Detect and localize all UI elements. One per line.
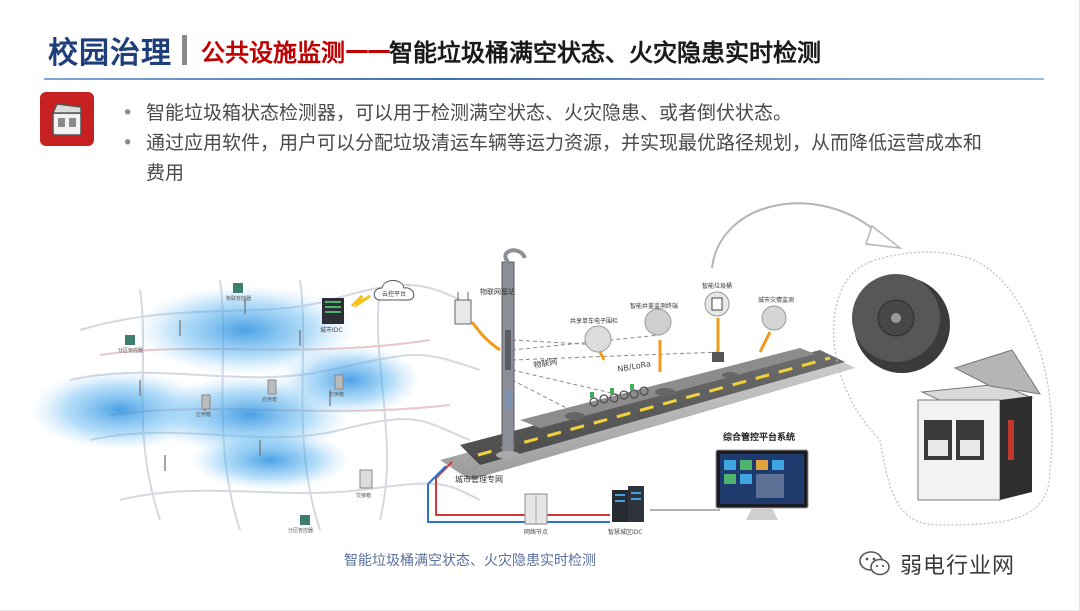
product-enclosure: [833, 251, 1053, 526]
smart-idc-rack: [612, 486, 644, 522]
bullet-text: 智能垃圾箱状态检测器，可以用于检测满空状态、火灾隐患、或者倒伏状态。: [146, 102, 793, 124]
detector-device: [852, 274, 950, 373]
callout-fire: [758, 305, 787, 353]
manhole-label: 智能井盖监测终端: [630, 302, 678, 310]
trash-bin-icon: [40, 92, 94, 146]
bullet-text: 通过应用软件，用户可以分配垃圾清运车辆等运力资源，并实现最优路径规划，从而降低运…: [146, 132, 983, 184]
city-net-label: 城市管理专网: [455, 474, 503, 484]
zoom-arrowhead: [864, 224, 903, 250]
zoom-arrow: [711, 202, 881, 269]
map-label-box-e: 应用箱: [262, 396, 277, 403]
platform-label: 综合管控平台系统: [723, 431, 795, 443]
smart-idc-label: 智慧城区IDC: [608, 528, 643, 536]
smart-pole: [496, 248, 527, 459]
map-label-box-a: 应用箱: [196, 411, 211, 418]
callout-smart-bin: [704, 291, 730, 362]
cloud-icon: [373, 280, 415, 301]
nb-lora-label: NB/LoRa: [617, 359, 652, 374]
city-network-lines: [427, 461, 720, 523]
watermark: 弱电行业网: [858, 548, 1015, 580]
iot-base-station: [454, 292, 472, 325]
bullet-dot-icon: •: [122, 102, 134, 124]
map-label-box-c: 分区管控器: [118, 347, 143, 354]
title-divider: [182, 35, 187, 65]
watermark-text: 弱电行业网: [900, 554, 1016, 579]
smart-bin-label: 智能垃圾桶: [702, 282, 732, 290]
iot-base-label: 物联网基站: [480, 287, 515, 296]
network-node-cabinet: [524, 493, 548, 525]
bullet-list: • 智能垃圾箱状态检测器，可以用于检测满空状态、火灾隐患、或者倒伏状态。 • 通过应…: [118, 98, 998, 188]
fire-label: 城市灾情监测: [758, 296, 794, 304]
callout-manhole: [644, 308, 672, 372]
map-label-box-d: 物联管控器: [226, 295, 251, 302]
page-title: 校园治理: [48, 36, 172, 71]
bike-fence-label: 共享单车电子围栏: [570, 317, 618, 325]
subtitle-black: 智能垃圾桶满空状态、火灾隐患实时检测: [389, 38, 821, 67]
callout-bike: [584, 325, 612, 361]
bike-markers: [590, 384, 634, 398]
city-idc-rack: [322, 298, 344, 324]
street-road: [440, 348, 855, 480]
map-label-box-c2: 分区管控器: [288, 527, 313, 534]
map-devices: [125, 283, 373, 525]
bullet-dot-icon: •: [122, 132, 134, 154]
net-node-label: 网络节点: [524, 528, 548, 536]
cloud-label: 云控平台: [382, 290, 406, 298]
coverage-heat: [30, 285, 420, 490]
subtitle-red: 公共设施监测: [201, 38, 345, 67]
lightning-icon: [350, 294, 371, 309]
diagram-caption: 智能垃圾桶满空状态、火灾隐患实时检测: [344, 553, 596, 569]
iot-net-label: 物联网: [533, 356, 558, 370]
smart-bin-product: [917, 349, 1042, 501]
map-label-box-b: 交换箱: [329, 391, 344, 398]
header-rule: [44, 78, 1044, 80]
bullet-item: • 通过应用软件，用户可以分配垃圾清运车辆等运力资源，并实现最优路径规划，从而降低…: [118, 128, 998, 188]
subtitle-dash: ——: [345, 36, 391, 64]
arrow-iot: [470, 321, 501, 352]
city-idc-label: 城市IDC: [320, 326, 343, 334]
bullet-item: • 智能垃圾箱状态检测器，可以用于检测满空状态、火灾隐患、或者倒伏状态。: [118, 98, 998, 128]
platform-monitor: [715, 449, 809, 520]
map-label-box-f: 交接箱: [356, 492, 371, 499]
wechat-icon: [859, 551, 890, 576]
slide-header: 校园治理 公共设施监测 —— 智能垃圾桶满空状态、火灾隐患实时检测: [48, 26, 821, 74]
